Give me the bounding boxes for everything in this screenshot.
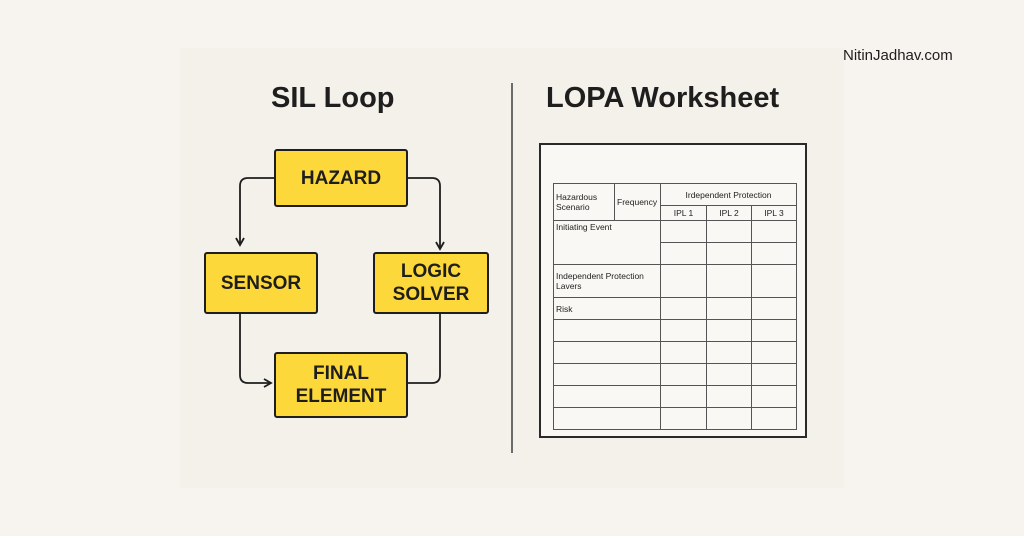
table-row: Initiating Event	[553, 220, 798, 243]
lopa-table: Hazardous Scenario Frequency Irdependent…	[553, 183, 798, 430]
table-cell	[660, 407, 707, 430]
table-cell	[660, 242, 707, 265]
header-hazardous-scenario: Hazardous Scenario	[553, 183, 615, 221]
table-cell	[750, 297, 798, 320]
table-row: Independent Protection Lavers	[553, 264, 798, 298]
table-cell	[553, 385, 661, 408]
table-cell	[750, 319, 798, 342]
table-row	[553, 319, 798, 342]
table-cell	[706, 242, 752, 265]
header-independent-protection: Irdependent Protection	[659, 183, 798, 206]
table-row: Risk	[553, 297, 798, 320]
table-cell	[706, 319, 752, 342]
table-cell	[660, 385, 707, 408]
logic-solver-node: LOGIC SOLVER	[373, 252, 489, 314]
arrow-hazard-to-sensor	[235, 177, 274, 247]
hazard-node: HAZARD	[274, 149, 408, 207]
table-cell	[706, 341, 752, 364]
header-ipl-1: IPL 1	[660, 205, 707, 221]
row-risk: Risk	[553, 297, 661, 320]
header-frequency: Frequency	[614, 183, 661, 221]
table-cell	[660, 319, 707, 342]
table-cell	[660, 220, 707, 243]
table-cell	[660, 264, 707, 298]
table-header-row: Hazardous Scenario Frequency Irdependent…	[553, 183, 798, 221]
arrow-hazard-to-logic-solver	[408, 177, 445, 251]
header-ipl-2: IPL 2	[706, 205, 752, 221]
table-cell	[750, 407, 798, 430]
table-cell	[750, 242, 798, 265]
arrow-sensor-to-final-element	[239, 314, 273, 388]
row-initiating-event: Initiating Event	[553, 220, 661, 243]
table-cell	[706, 264, 752, 298]
site-watermark: NitinJadhav.com	[843, 47, 953, 64]
row-independent-protection-layers: Independent Protection Lavers	[553, 264, 661, 298]
table-cell	[553, 407, 661, 430]
table-cell	[660, 297, 707, 320]
table-cell	[706, 220, 752, 243]
table-row	[553, 341, 798, 364]
table-cell	[706, 363, 752, 386]
table-cell	[706, 385, 752, 408]
line-logic-solver-to-final-element	[408, 314, 441, 384]
lopa-worksheet-title: LOPA Worksheet	[546, 82, 780, 114]
section-divider	[511, 83, 513, 453]
table-cell	[750, 363, 798, 386]
table-row	[553, 385, 798, 408]
table-row	[553, 242, 798, 265]
sil-loop-title: SIL Loop	[271, 82, 395, 114]
table-cell	[706, 297, 752, 320]
table-cell	[706, 407, 752, 430]
table-cell	[553, 319, 661, 342]
table-row	[553, 407, 798, 430]
final-element-node: FINAL ELEMENT	[274, 352, 408, 418]
header-ipl-3: IPL 3	[750, 205, 798, 221]
table-cell	[750, 385, 798, 408]
table-cell	[750, 220, 798, 243]
table-ipl-header-row: IPL 1 IPL 2 IPL 3	[554, 205, 798, 221]
sensor-node: SENSOR	[204, 252, 318, 314]
table-cell	[553, 363, 661, 386]
table-cell	[750, 341, 798, 364]
table-row	[553, 363, 798, 386]
table-cell	[660, 363, 707, 386]
table-cell	[660, 341, 707, 364]
table-cell	[750, 264, 798, 298]
table-cell	[553, 242, 661, 265]
table-cell	[553, 341, 661, 364]
